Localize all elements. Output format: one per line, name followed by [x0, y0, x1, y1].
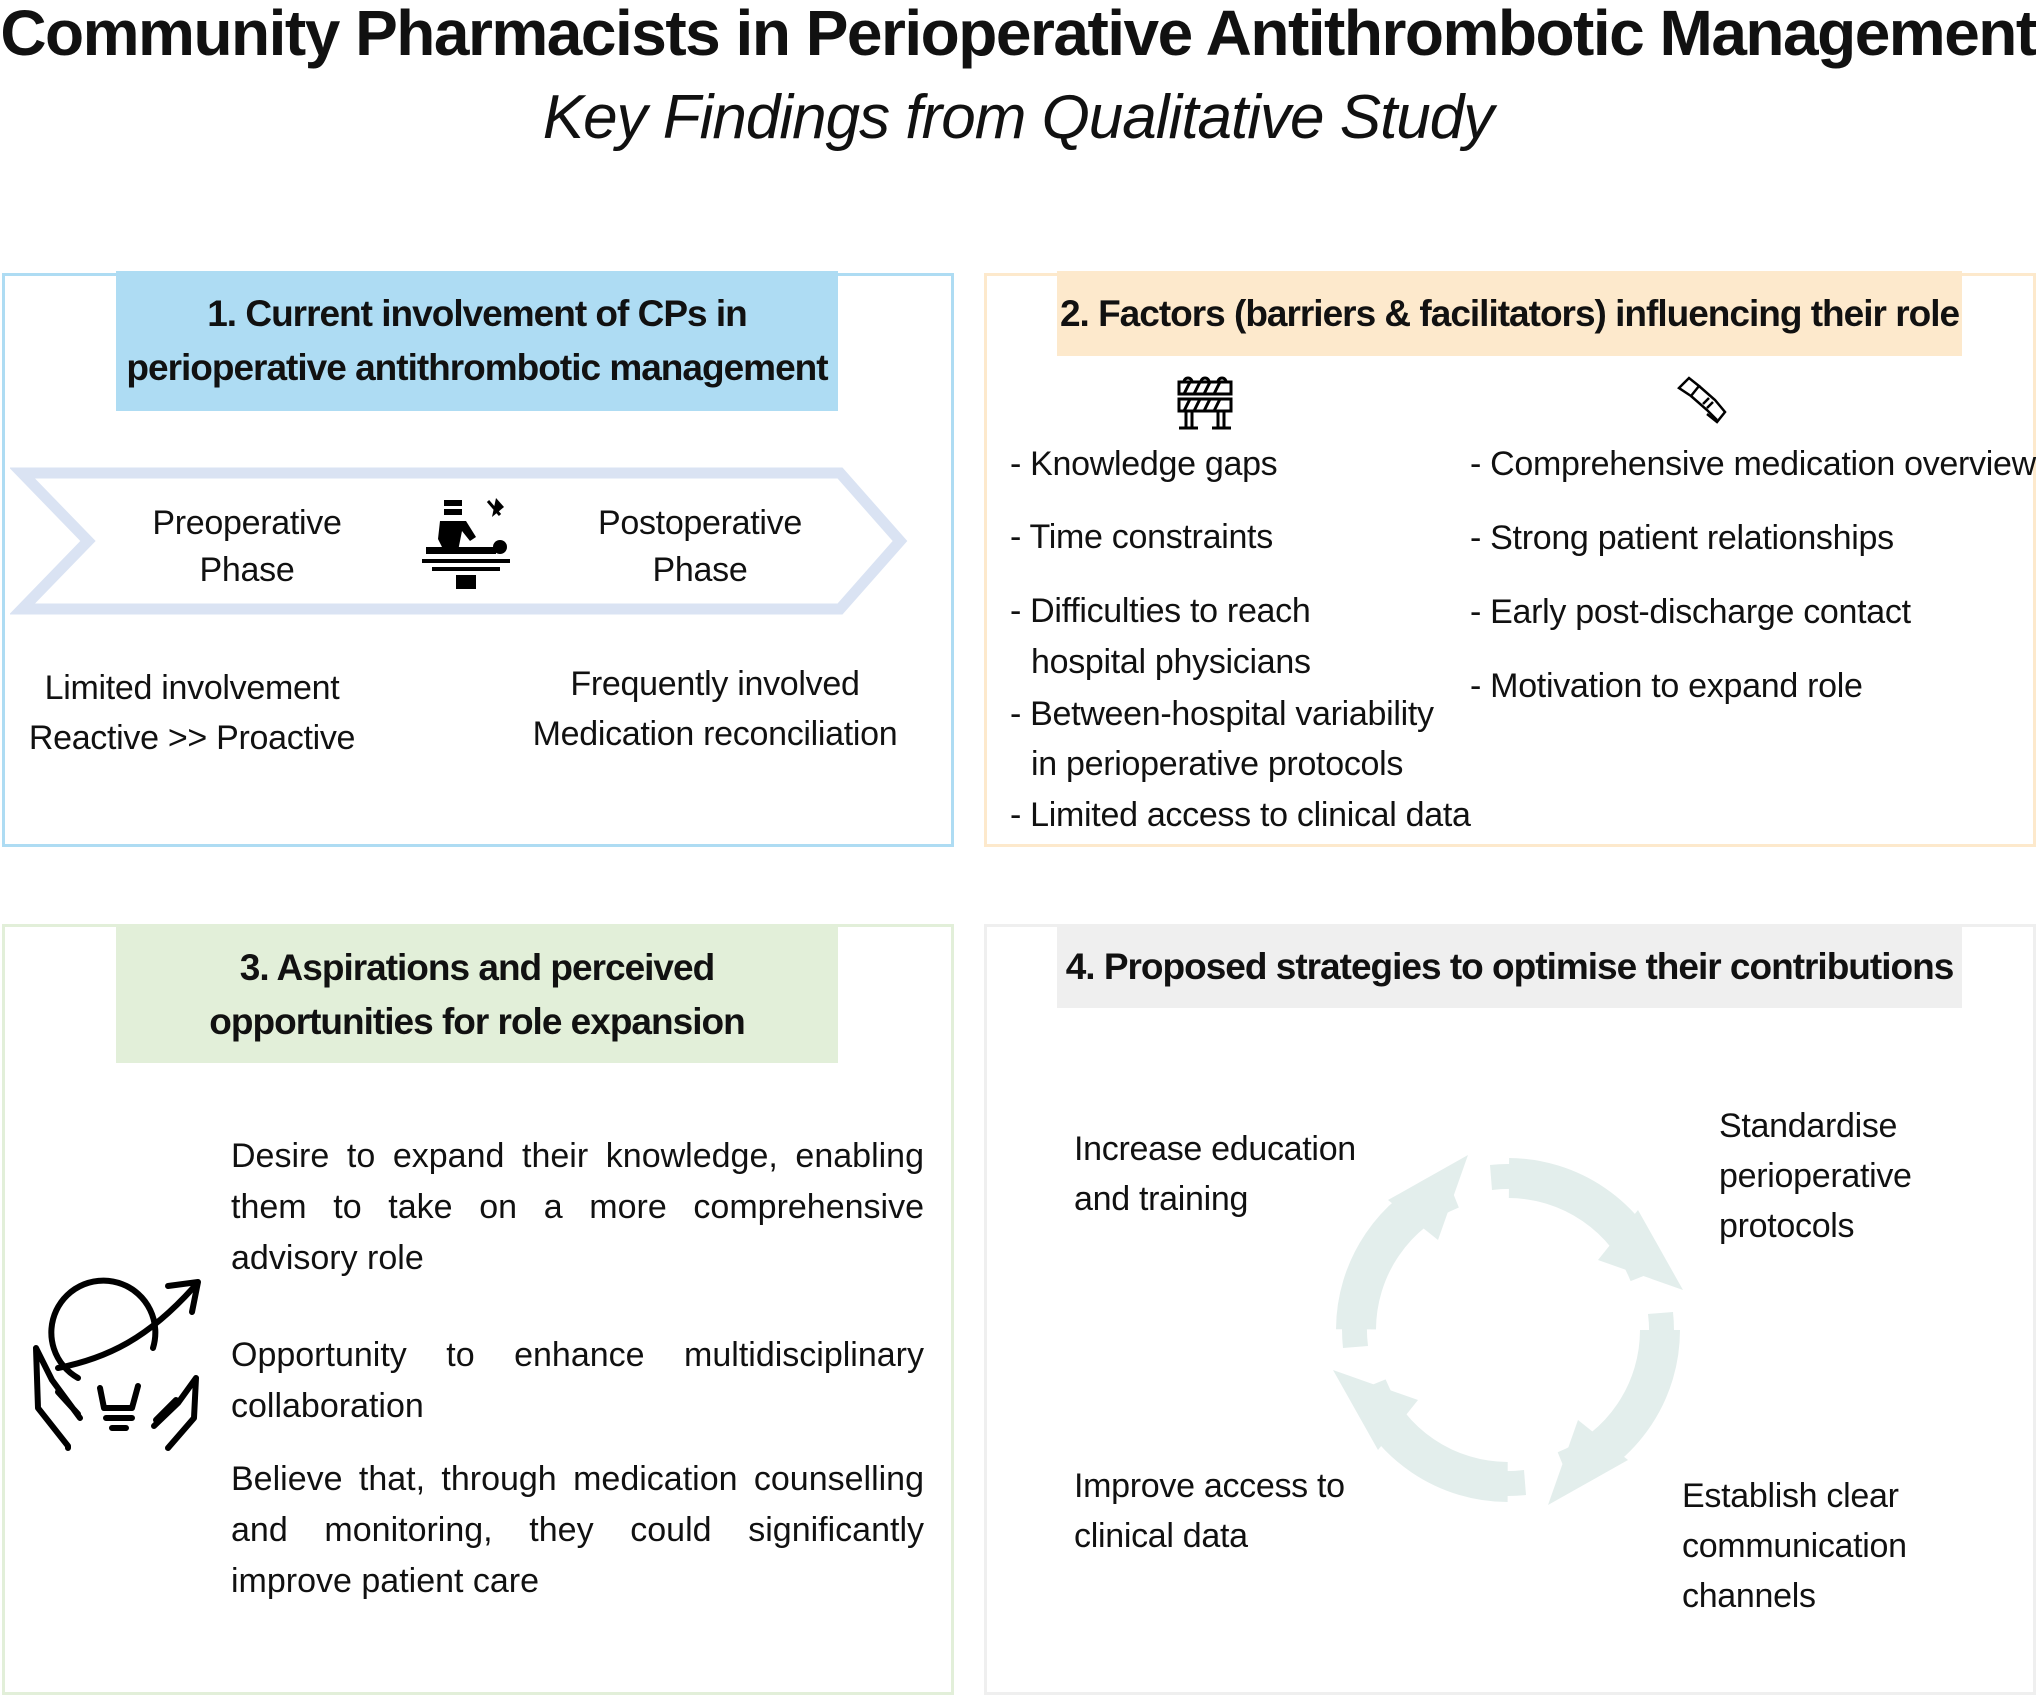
heading-line: 1. Current involvement of CPs in	[207, 293, 748, 334]
panel2-heading: 2. Factors (barriers & facilitators) inf…	[1057, 271, 1962, 356]
panel-aspirations	[2, 924, 954, 1695]
surgery-icon	[422, 498, 510, 589]
panel3-heading: 3. Aspirations and perceived opportunitie…	[116, 926, 838, 1063]
handshake-icon	[1677, 376, 1727, 424]
heading-line: perioperative antithrombotic management	[126, 347, 828, 388]
phase-chevron	[10, 467, 908, 615]
barrier-item: - Time constraints	[1010, 518, 1273, 556]
facilitator-item: - Motivation to expand role	[1470, 667, 1863, 705]
roadblock-icon	[1177, 376, 1233, 430]
lightbulb-growth-icon	[33, 1277, 201, 1451]
facilitator-item: - Strong patient relationships	[1470, 519, 1894, 557]
barrier-item-cont: hospital physicians	[1031, 643, 1311, 681]
aspiration-item: Believe that, through medication counsel…	[231, 1460, 924, 1600]
barrier-item-cont: in perioperative protocols	[1031, 745, 1404, 783]
aspiration-item: Desire to expand their knowledge, enabli…	[231, 1137, 924, 1277]
barrier-item: - Knowledge gaps	[1010, 445, 1278, 483]
aspiration-item: Opportunity to enhance multidisciplinary…	[231, 1336, 924, 1425]
page-title: Community Pharmacists in Perioperative A…	[0, 0, 2036, 69]
barrier-item: - Between-hospital variability	[1010, 695, 1434, 733]
panel-strategies	[984, 924, 2036, 1695]
barrier-item: - Difficulties to reach	[1010, 592, 1311, 630]
panel1-heading: 1. Current involvement of CPs in perioper…	[116, 271, 838, 411]
facilitator-item: - Comprehensive medication overview	[1470, 445, 2036, 483]
heading-line: opportunities for role expansion	[209, 1000, 745, 1042]
heading-line: 3. Aspirations and perceived	[239, 946, 715, 988]
facilitator-item: - Early post-discharge contact	[1470, 593, 1911, 631]
cycle-arrows-icon	[1333, 1155, 1683, 1505]
panel4-heading: 4. Proposed strategies to optimise their…	[1057, 926, 1962, 1008]
page-subtitle: Key Findings from Qualitative Study	[542, 83, 1495, 152]
barrier-item: - Limited access to clinical data	[1010, 796, 1471, 834]
